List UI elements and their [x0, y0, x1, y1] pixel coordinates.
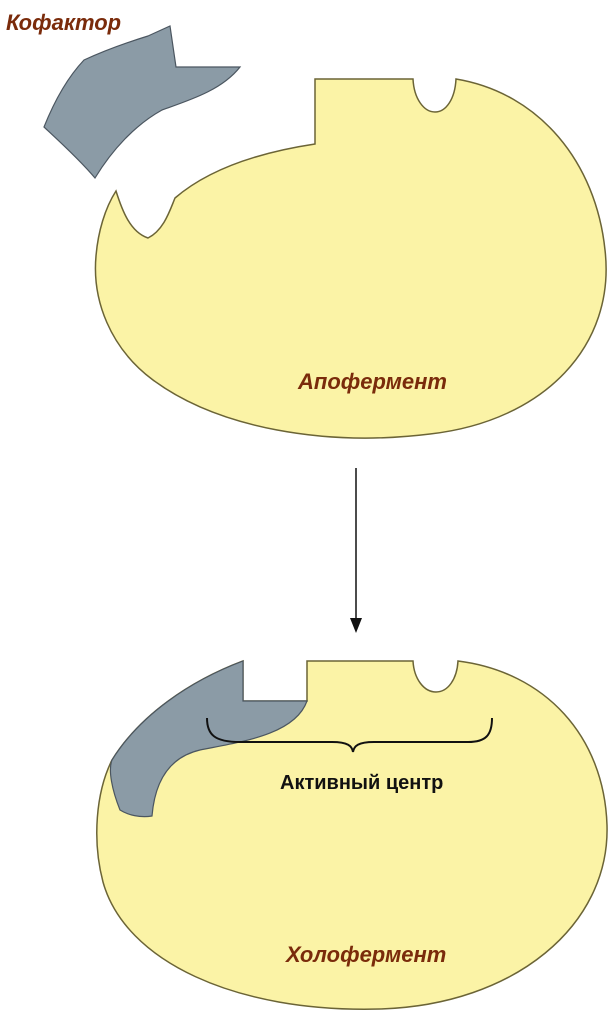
active-center-label: Активный центр [280, 772, 443, 794]
holoenzyme-label: Холофермент [284, 942, 446, 967]
apoenzyme-label: Апофермент [297, 369, 447, 394]
cofactor-label: Кофактор [6, 10, 121, 35]
cofactor-shape-detached [44, 26, 240, 178]
reaction-arrow-head [350, 618, 362, 633]
